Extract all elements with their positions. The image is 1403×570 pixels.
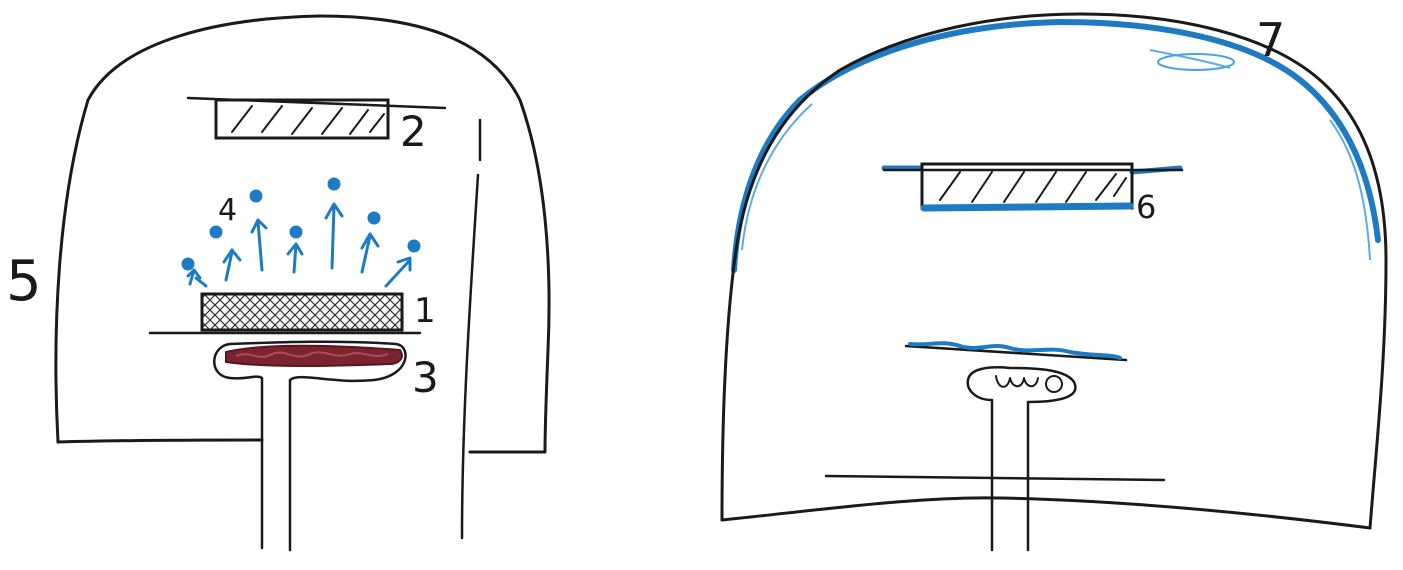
heater-element [214, 342, 405, 550]
label-deposit: 7 [1256, 13, 1285, 67]
emitter-plate [150, 294, 420, 333]
right-enclosure-outline [722, 14, 1386, 528]
right-base-plate [826, 476, 1164, 480]
right-emitter [906, 343, 1126, 360]
label-right-collector: 6 [1136, 188, 1156, 226]
label-enclosure: 5 [6, 249, 42, 314]
left-enclosure-bottom [58, 440, 262, 442]
left-inner-wall [462, 120, 480, 538]
label-heater: 3 [412, 353, 439, 402]
label-collector: 2 [400, 107, 427, 156]
right-figure: 6 7 [722, 13, 1386, 550]
label-particles: 4 [218, 193, 237, 228]
label-emitter: 1 [414, 291, 436, 331]
left-figure: 1 2 3 4 5 [6, 16, 549, 550]
right-enclosure-bottom [722, 498, 1370, 528]
right-filament [968, 367, 1076, 550]
